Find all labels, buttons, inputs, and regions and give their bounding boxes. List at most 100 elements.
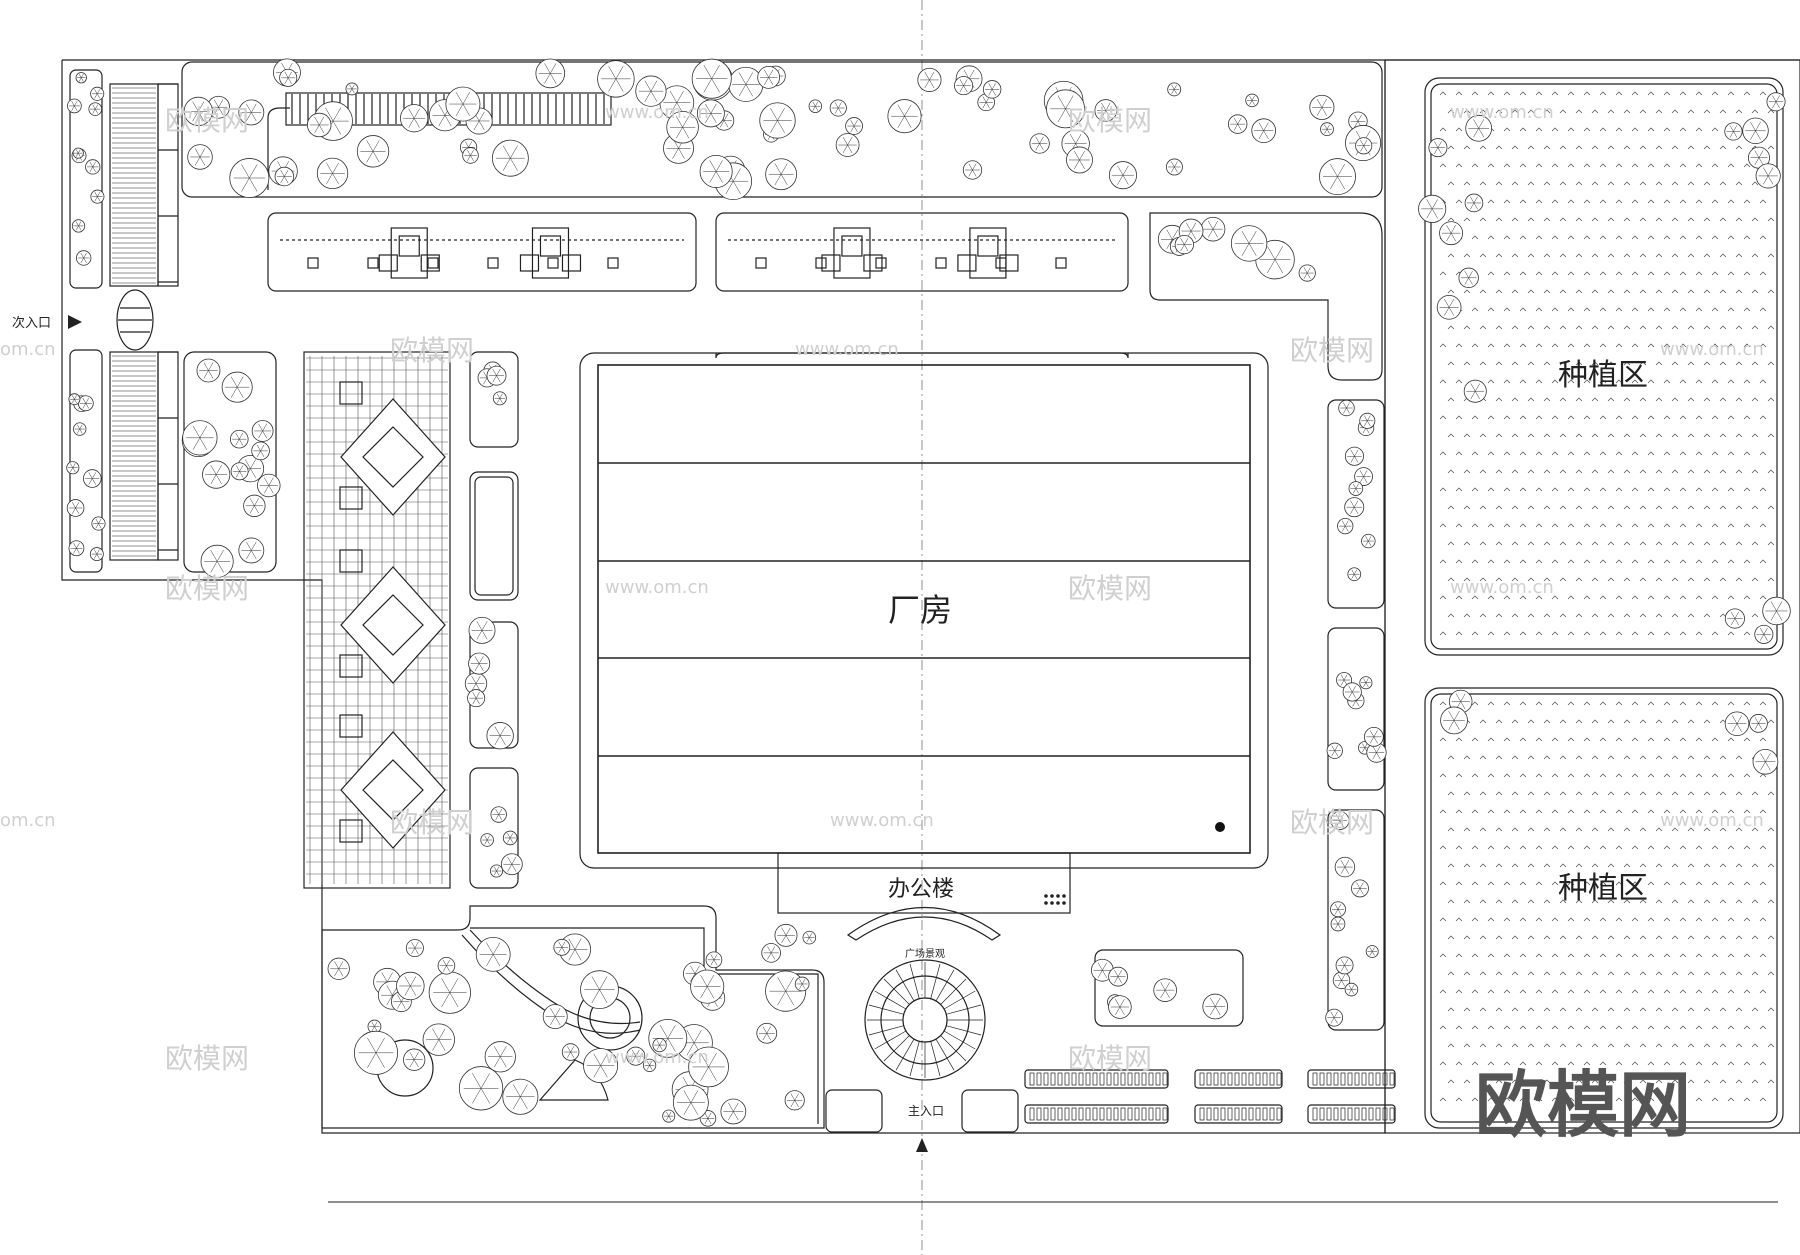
tree-branch xyxy=(683,1102,692,1115)
planting-mark xyxy=(1631,773,1639,778)
planting-mark xyxy=(1567,235,1575,240)
planting-mark xyxy=(1487,523,1495,528)
planting-mark xyxy=(1671,863,1679,868)
west-green-strip-top xyxy=(69,69,103,289)
tree-branch xyxy=(465,141,469,148)
tree-branch xyxy=(438,104,446,116)
planting-mark xyxy=(1623,1007,1631,1012)
tree-branch xyxy=(850,125,855,133)
tree-branch xyxy=(1065,95,1074,109)
planting-mark xyxy=(1543,181,1551,186)
planting-mark xyxy=(1583,917,1591,922)
planting-mark xyxy=(1591,935,1599,940)
planting-mark xyxy=(1495,935,1503,940)
planting-mark xyxy=(1463,613,1471,618)
planting-mark xyxy=(1599,199,1607,204)
planting-mark xyxy=(1591,145,1599,150)
planting-mark xyxy=(1511,397,1519,402)
tree-branch xyxy=(366,151,374,163)
tree-branch xyxy=(785,935,791,944)
planting-mark xyxy=(1463,755,1471,760)
planting-mark xyxy=(1527,505,1535,510)
planting-mark xyxy=(1623,361,1631,366)
parking-slot xyxy=(1389,1107,1395,1121)
east-planter-1 xyxy=(1327,399,1385,609)
planting-mark xyxy=(1551,271,1559,276)
tree-branch xyxy=(1754,717,1759,724)
tree-branch xyxy=(644,91,652,102)
planting-mark xyxy=(1567,163,1575,168)
planting-mark xyxy=(1663,845,1671,850)
fountain-ray xyxy=(868,1025,904,1036)
planting-mark xyxy=(1695,307,1703,312)
tree-branch xyxy=(332,120,342,135)
hedge-small-square xyxy=(487,257,499,269)
planting-mark xyxy=(1487,917,1495,922)
tree-branch xyxy=(92,472,97,479)
planting-mark xyxy=(1583,1025,1591,1030)
planting-mark xyxy=(1735,109,1743,114)
tree-branch xyxy=(982,96,987,103)
tree-branch xyxy=(414,941,419,949)
planting-mark xyxy=(1551,487,1559,492)
planting-mark xyxy=(1503,953,1511,958)
tree-branch xyxy=(80,252,84,259)
tree-branch xyxy=(1758,150,1764,158)
planting-mark xyxy=(1767,217,1775,222)
tree-branch xyxy=(1340,679,1345,686)
watermark-site: www.om.cn xyxy=(1660,810,1764,831)
tree-branch xyxy=(75,153,79,157)
tree-branch xyxy=(676,127,683,139)
tree-branch xyxy=(480,1073,490,1089)
tree-branch xyxy=(472,1088,482,1104)
tree-branch xyxy=(92,108,96,114)
tree-branch xyxy=(486,839,490,845)
planting-mark xyxy=(1575,469,1583,474)
tree-branch xyxy=(1173,84,1178,90)
planting-mark xyxy=(1479,613,1487,618)
planting-mark xyxy=(1575,1043,1583,1048)
main-entrance-label: 主入口 xyxy=(908,1104,944,1118)
tree-branch xyxy=(762,1026,767,1034)
tree-branch xyxy=(678,148,685,159)
planting-mark xyxy=(1487,343,1495,348)
tree-branch xyxy=(372,140,380,152)
tree-branch xyxy=(372,151,380,163)
planting-mark xyxy=(1607,1043,1615,1048)
planting-mark xyxy=(1511,505,1519,510)
planting-mark xyxy=(1567,773,1575,778)
tree-branch xyxy=(1307,267,1311,274)
tree-branch xyxy=(268,477,274,486)
planting-mark xyxy=(1495,1079,1503,1084)
planting-mark xyxy=(1663,1025,1671,1030)
planting-mark xyxy=(1607,325,1615,330)
tree-branch xyxy=(499,398,503,403)
planting-mark xyxy=(1655,397,1663,402)
planting-mark xyxy=(1727,451,1735,456)
tree-branch xyxy=(239,471,244,478)
planting-mark xyxy=(1511,289,1519,294)
plaza-diamond-outer xyxy=(340,731,446,849)
tree-branch xyxy=(446,959,450,966)
planting-mark xyxy=(1767,109,1775,114)
hedge-block xyxy=(833,227,871,279)
planting-mark xyxy=(1559,863,1567,868)
tree-branch xyxy=(842,144,848,154)
planting-mark xyxy=(1551,989,1559,994)
tree-branch xyxy=(284,71,289,78)
tree-branch xyxy=(1267,259,1276,274)
planting-mark xyxy=(1447,253,1455,258)
planting-mark xyxy=(1583,845,1591,850)
plaza-diamond-outer xyxy=(340,566,446,684)
sw-small-bed-1 xyxy=(825,1089,883,1133)
planter-2-inner xyxy=(474,476,514,596)
planting-mark xyxy=(1439,809,1447,814)
tree-branch xyxy=(690,1090,699,1103)
tree-branch xyxy=(73,542,77,549)
tree-branch xyxy=(446,965,450,972)
tree-branch xyxy=(511,856,517,865)
tree-branch xyxy=(495,814,499,821)
planting-mark xyxy=(1503,701,1511,706)
planting-mark xyxy=(1559,433,1567,438)
tree-branch xyxy=(1351,569,1355,575)
